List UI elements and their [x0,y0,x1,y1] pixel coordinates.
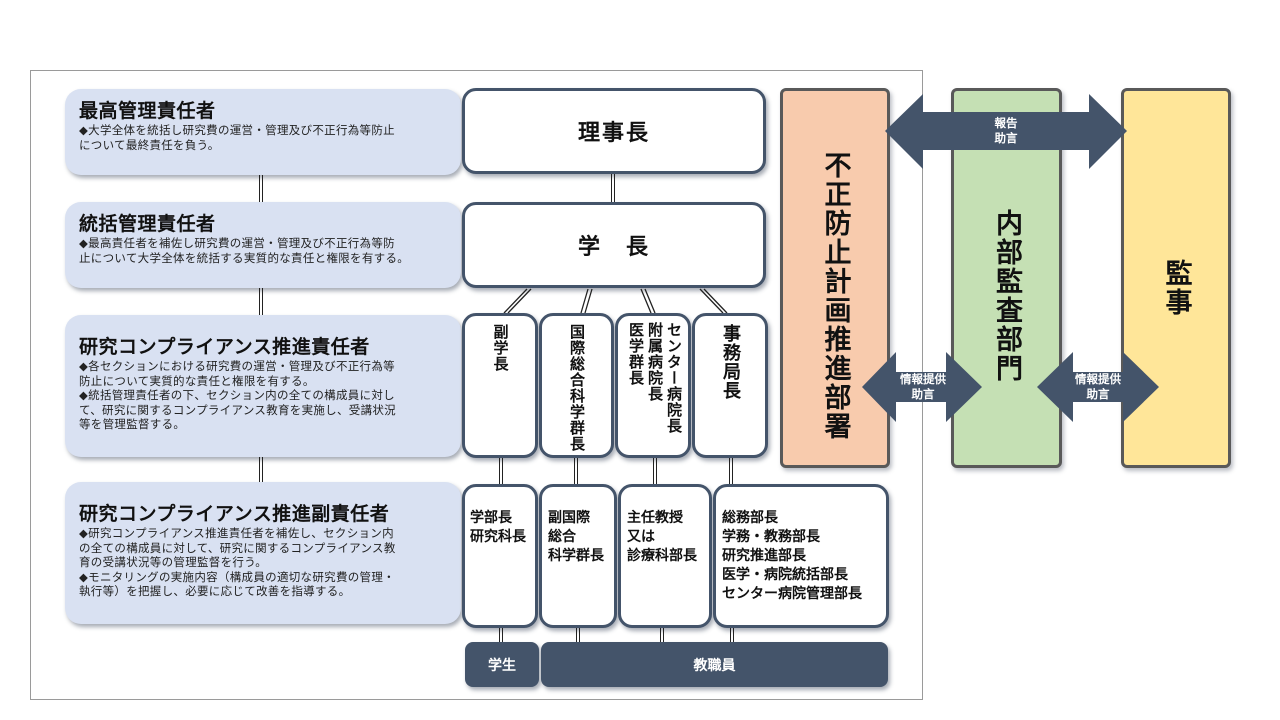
role-description: ◆大学全体を統括し研究費の運営・管理及び不正行為等防止 について最終責任を負う。 [79,123,395,152]
fraud-prevention-dept-box: 不正防止計画推進部署 [780,88,890,468]
connector-line [499,458,503,484]
info-advice-arrow-left [862,352,982,422]
students-label: 学生 [488,657,516,674]
affiliated-hospital-director-label: 附属病院長 [646,322,664,402]
vice-global-science-label: 副国際 総合 科学群長 [548,510,604,564]
role-box-top-manager: 最高管理責任者 ◆大学全体を統括し研究費の運営・管理及び不正行為等防止 について… [65,89,461,175]
info-advice-label-right: 情報提供 助言 [1075,372,1121,401]
report-advice-label: 報告 助言 [994,116,1018,145]
admin-heads-label: 総務部長 学務・教務部長 研究推進部長 医学・病院統括部長 センター病院管理部長 [722,510,862,602]
admin-heads-box: 総務部長 学務・教務部長 研究推進部長 医学・病院統括部長 センター病院管理部長 [713,484,889,628]
connector-line [653,458,657,484]
connector-line [576,628,580,642]
connector-line [259,457,263,482]
role-title: 研究コンプライアンス推進副責任者 [79,503,390,525]
professors-box: 主任教授 又は 診療科部長 [618,484,712,628]
internal-audit-dept-label: 内部監査部門 [991,209,1022,383]
role-description: ◆最高責任者を補佐し研究費の運営・管理及び不正行為等防 止について大学全体を統括… [79,236,410,265]
connector-line [259,175,263,202]
staff-bar: 教職員 [541,642,888,687]
deans-box: 学部長 研究科長 [462,484,538,628]
staff-label: 教職員 [693,657,736,674]
global-science-head-box: 国際総合科学群長 [539,313,614,458]
chairman-label: 理事長 [577,121,650,146]
president-label: 学 長 [577,235,650,260]
deans-label: 学部長 研究科長 [470,510,526,545]
report-advice-arrow [885,94,1127,169]
auditor-label: 監事 [1160,259,1192,317]
secretariat-box: 事務局長 [692,313,768,458]
students-bar: 学生 [465,642,539,687]
global-science-head-label: 国際総合科学群長 [568,324,586,452]
connector-line [611,174,615,202]
hospital-center-director-label: センター病院長 [665,322,683,434]
connector-line [259,288,263,315]
connector-line [730,628,734,642]
connector-line [499,628,503,642]
chairman-box: 理事長 [462,88,766,174]
info-advice-arrow-right [1037,352,1159,422]
internal-audit-dept-box: 内部監査部門 [951,88,1062,468]
role-description: ◆研究コンプライアンス推進責任者を補佐し、セクション内 の全ての構成員に対して、… [79,526,396,598]
connector-line [729,458,733,484]
connector-line [660,628,664,642]
role-title: 最高管理責任者 [79,100,216,122]
hospital-heads-box: センター病院長 附属病院長 医学群長 [615,313,691,458]
professors-label: 主任教授 又は 診療科部長 [627,510,697,564]
secretariat-label: 事務局長 [720,324,741,400]
president-box: 学 長 [462,202,766,288]
role-title: 研究コンプライアンス推進責任者 [79,336,370,358]
fraud-prevention-dept-label: 不正防止計画推進部署 [819,151,851,441]
info-advice-label-left: 情報提供 助言 [900,372,946,401]
vice-president-box: 副学長 [462,313,538,458]
connector-line [574,458,578,484]
vice-global-science-box: 副国際 総合 科学群長 [539,484,617,628]
role-box-compliance-manager: 研究コンプライアンス推進責任者 ◆各セクションにおける研究費の運営・管理及び不正… [65,315,461,457]
role-title: 統括管理責任者 [79,213,216,235]
role-box-general-manager: 統括管理責任者 ◆最高責任者を補佐し研究費の運営・管理及び不正行為等防 止につい… [65,202,461,288]
medical-group-head-label: 医学群長 [627,322,645,386]
role-description: ◆各セクションにおける研究費の運営・管理及び不正行為等 防止について実質的な責任… [79,359,396,431]
role-box-compliance-deputy: 研究コンプライアンス推進副責任者 ◆研究コンプライアンス推進責任者を補佐し、セク… [65,482,461,624]
vice-president-label: 副学長 [491,324,510,372]
